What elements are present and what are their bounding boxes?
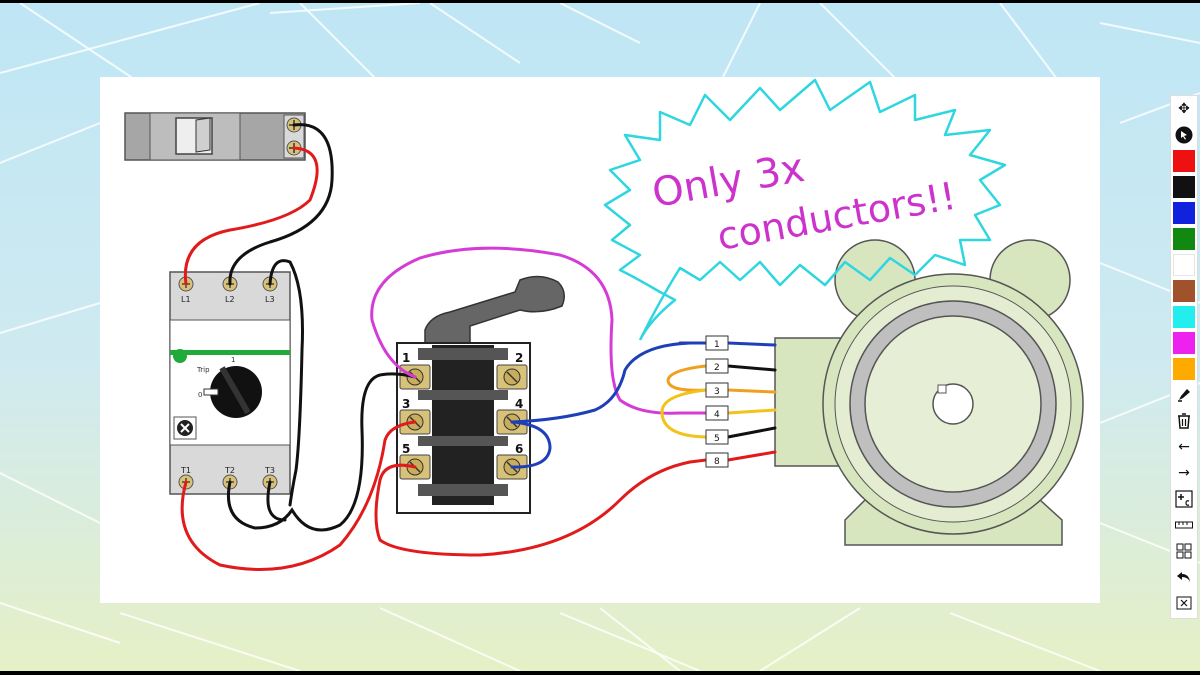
arrow-right-icon[interactable]: → bbox=[1178, 465, 1190, 481]
terminal-label-l3: L3 bbox=[265, 295, 275, 304]
wire-red-t1 bbox=[180, 420, 417, 571]
electric-motor bbox=[774, 239, 1084, 546]
color-cyan[interactable] bbox=[1173, 306, 1195, 328]
wire-orange-jumper bbox=[666, 364, 708, 392]
ruler-icon[interactable] bbox=[1173, 514, 1195, 536]
switch-terminal-6: 6 bbox=[515, 442, 523, 456]
wire-red-jumper bbox=[374, 460, 692, 557]
drum-switch: 1 2 3 4 5 6 bbox=[396, 275, 565, 514]
color-red[interactable] bbox=[1173, 150, 1195, 172]
arrow-left-icon[interactable]: ← bbox=[1178, 439, 1190, 455]
terminal-label-t1: T1 bbox=[180, 466, 191, 475]
pointer-icon[interactable] bbox=[1173, 124, 1195, 146]
wire-red-supply bbox=[183, 146, 319, 286]
motor-terminal-label-2: 2 bbox=[714, 363, 720, 373]
color-magenta[interactable] bbox=[1173, 332, 1195, 354]
wire-black-t3 bbox=[266, 480, 287, 522]
color-orange[interactable] bbox=[1173, 358, 1195, 380]
switch-terminal-5: 5 bbox=[402, 442, 410, 456]
terminal-label-t2: T2 bbox=[224, 466, 235, 475]
motor-protection-breaker: Trip 1 0 L1 L2 L3 T1 T2 T3 bbox=[169, 271, 291, 495]
motor-terminal-block: 1 2 3 4 5 8 bbox=[705, 335, 729, 468]
wire-magenta bbox=[370, 246, 682, 415]
circuit-breaker bbox=[124, 112, 306, 161]
dial-label-0: 0 bbox=[198, 391, 202, 399]
terminal-label-l2: L2 bbox=[225, 295, 235, 304]
grid-icon[interactable] bbox=[1173, 540, 1195, 562]
undo-icon[interactable] bbox=[1173, 566, 1195, 588]
switch-lever bbox=[424, 275, 565, 346]
switch-terminal-2: 2 bbox=[515, 351, 523, 365]
drawing-toolbar: ✥ ← → bbox=[1170, 95, 1198, 619]
switch-terminal-4: 4 bbox=[515, 397, 523, 411]
wire-blue-4 bbox=[510, 341, 692, 424]
color-black[interactable] bbox=[1173, 176, 1195, 198]
terminal-label-t3: T3 bbox=[264, 466, 275, 475]
switch-terminal-1: 1 bbox=[402, 351, 410, 365]
highlighter-icon[interactable] bbox=[1173, 384, 1195, 406]
motor-terminal-label-1: 1 bbox=[714, 340, 720, 350]
annotation-bubble bbox=[603, 78, 1007, 341]
color-green[interactable] bbox=[1173, 228, 1195, 250]
motor-terminal-label-5: 5 bbox=[714, 434, 720, 444]
color-brown[interactable] bbox=[1173, 280, 1195, 302]
wire-black-t2 bbox=[226, 372, 417, 532]
motor-terminal-label-4: 4 bbox=[714, 410, 720, 420]
trash-icon[interactable] bbox=[1173, 410, 1195, 432]
motor-terminal-label-3: 3 bbox=[714, 387, 720, 397]
color-white[interactable] bbox=[1173, 254, 1195, 276]
color-blue[interactable] bbox=[1173, 202, 1195, 224]
wire-black-l3 bbox=[268, 259, 304, 507]
move-icon[interactable]: ✥ bbox=[1178, 101, 1190, 117]
leaf-logo-icon bbox=[173, 349, 187, 363]
switch-terminal-3: 3 bbox=[402, 397, 410, 411]
wire-black-supply bbox=[228, 123, 334, 286]
dial-label-trip: Trip bbox=[196, 366, 210, 374]
terminal-label-l1: L1 bbox=[181, 295, 191, 304]
wire-yellow-jumper bbox=[660, 388, 708, 439]
motor-terminal-label-8: 8 bbox=[714, 457, 720, 467]
dial-label-1: 1 bbox=[231, 356, 235, 364]
close-icon[interactable] bbox=[1173, 592, 1195, 614]
wires bbox=[180, 123, 777, 571]
add-icon[interactable] bbox=[1173, 488, 1195, 510]
wire-blue-jumper bbox=[510, 420, 552, 469]
